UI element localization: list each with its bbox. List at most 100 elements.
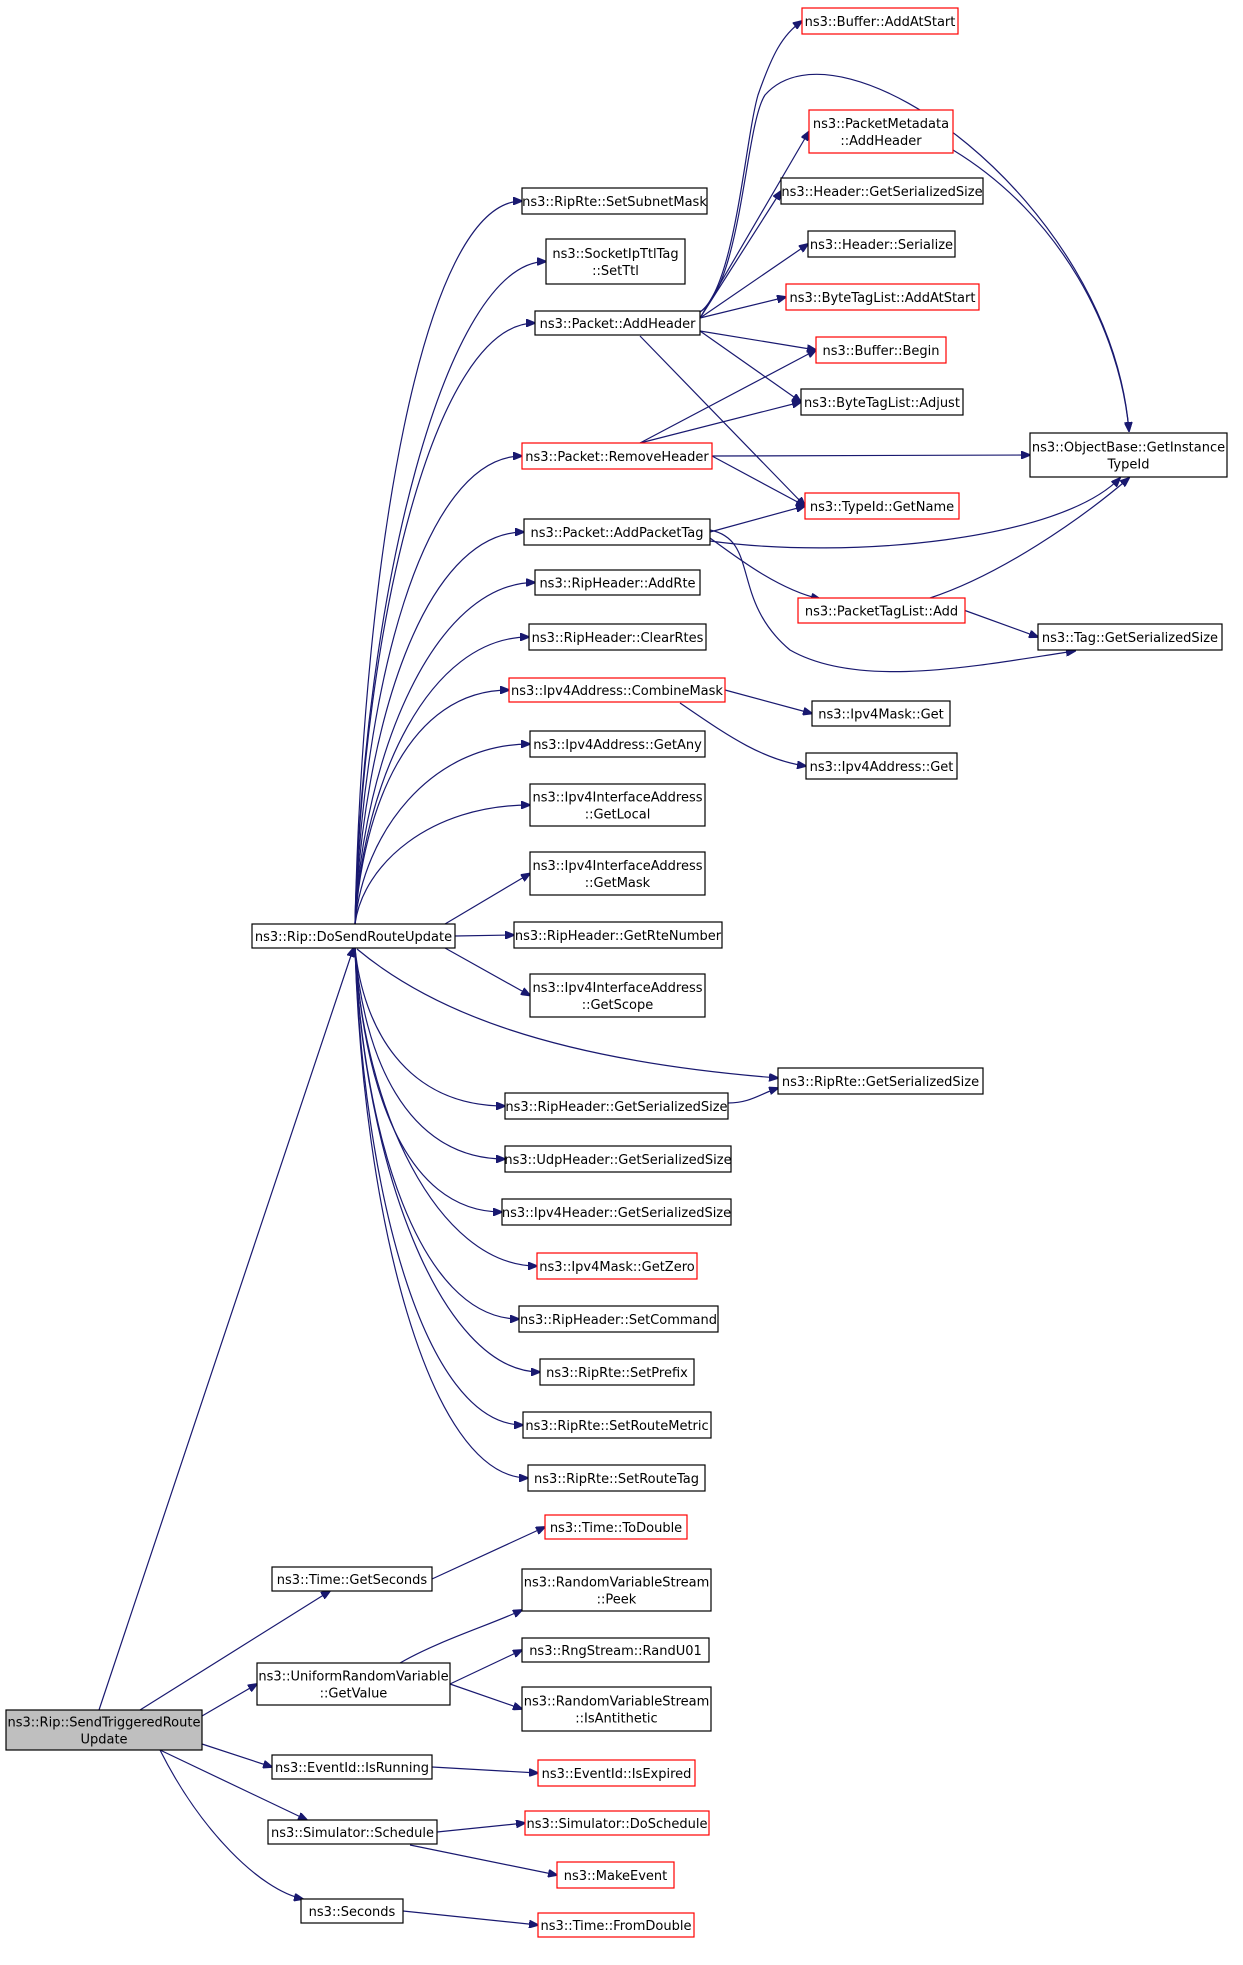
- node-box[interactable]: [780, 177, 984, 205]
- node-typeIdGetName[interactable]: ns3::TypeId::GetName: [804, 492, 960, 520]
- node-box[interactable]: [528, 623, 707, 651]
- node-box[interactable]: [800, 388, 964, 416]
- node-bufferAddAtStart[interactable]: ns3::Buffer::AddAtStart: [801, 7, 959, 35]
- node-box[interactable]: [797, 597, 966, 624]
- node-headerSerialize[interactable]: ns3::Header::Serialize: [807, 230, 956, 258]
- node-box[interactable]: [522, 1411, 712, 1439]
- node-ripRteSetPrefix[interactable]: ns3::RipRte::SetPrefix: [539, 1358, 695, 1386]
- node-box[interactable]: [521, 1686, 712, 1732]
- node-rvsIsAntithetic[interactable]: ns3::RandomVariableStream::IsAntithetic: [521, 1686, 712, 1732]
- node-eventIsExpired[interactable]: ns3::EventId::IsExpired: [537, 1759, 696, 1787]
- node-packetRemoveHeader[interactable]: ns3::Packet::RemoveHeader: [521, 442, 713, 470]
- node-ripHeaderGetRteNumber[interactable]: ns3::RipHeader::GetRteNumber: [513, 921, 723, 949]
- node-btlAddAtStart[interactable]: ns3::ByteTagList::AddAtStart: [785, 283, 980, 311]
- node-box[interactable]: [518, 1305, 719, 1333]
- node-box[interactable]: [513, 921, 723, 949]
- node-box[interactable]: [537, 1759, 696, 1787]
- node-ripHeaderClearRtes[interactable]: ns3::RipHeader::ClearRtes: [528, 623, 707, 651]
- node-box[interactable]: [534, 310, 701, 336]
- node-packetAddHeader[interactable]: ns3::Packet::AddHeader: [534, 310, 701, 336]
- node-box[interactable]: [504, 1145, 732, 1173]
- node-seconds[interactable]: ns3::Seconds: [300, 1898, 404, 1924]
- node-box[interactable]: [529, 973, 706, 1018]
- node-timeGetSeconds[interactable]: ns3::Time::GetSeconds: [271, 1566, 433, 1592]
- node-ifaceGetScope[interactable]: ns3::Ipv4InterfaceAddress::GetScope: [529, 973, 706, 1018]
- node-btlAdjust[interactable]: ns3::ByteTagList::Adjust: [800, 388, 964, 416]
- node-headerGetSerSize[interactable]: ns3::Header::GetSerializedSize: [780, 177, 984, 205]
- node-box[interactable]: [785, 283, 980, 311]
- node-ripRteSetRouteMetric[interactable]: ns3::RipRte::SetRouteMetric: [522, 1411, 712, 1439]
- node-simDoSchedule[interactable]: ns3::Simulator::DoSchedule: [524, 1810, 710, 1836]
- node-box[interactable]: [521, 187, 708, 215]
- node-ipv4HeaderGetSerSize[interactable]: ns3::Ipv4Header::GetSerializedSize: [501, 1198, 732, 1226]
- node-bufferBegin[interactable]: ns3::Buffer::Begin: [815, 336, 947, 364]
- node-pmAddHeader[interactable]: ns3::PacketMetadata::AddHeader: [808, 109, 954, 154]
- node-makeEvent[interactable]: ns3::MakeEvent: [556, 1861, 675, 1889]
- node-box[interactable]: [271, 1566, 433, 1592]
- node-ripRteSetRouteTag[interactable]: ns3::RipRte::SetRouteTag: [527, 1464, 706, 1492]
- node-ripHeaderGetSerSize[interactable]: ns3::RipHeader::GetSerializedSize: [504, 1092, 729, 1120]
- node-box[interactable]: [807, 230, 956, 258]
- node-box[interactable]: [536, 1252, 698, 1280]
- node-ipv4GetAny[interactable]: ns3::Ipv4Address::GetAny: [529, 730, 706, 758]
- node-rngRandU01[interactable]: ns3::RngStream::RandU01: [521, 1637, 710, 1663]
- node-ptlAdd[interactable]: ns3::PacketTagList::Add: [797, 597, 966, 624]
- node-box[interactable]: [529, 783, 706, 827]
- node-box[interactable]: [815, 336, 947, 364]
- node-box[interactable]: [1029, 432, 1228, 478]
- node-box[interactable]: [300, 1898, 404, 1924]
- node-doSend[interactable]: ns3::Rip::DoSendRouteUpdate: [251, 923, 456, 949]
- node-ifaceGetMask[interactable]: ns3::Ipv4InterfaceAddress::GetMask: [529, 851, 706, 896]
- node-box[interactable]: [539, 1358, 695, 1386]
- node-ipv4AddressGet[interactable]: ns3::Ipv4Address::Get: [805, 752, 958, 780]
- node-box[interactable]: [777, 1067, 984, 1095]
- node-timeToDouble[interactable]: ns3::Time::ToDouble: [544, 1514, 688, 1540]
- node-box[interactable]: [544, 1514, 688, 1540]
- node-box[interactable]: [545, 238, 686, 285]
- node-box[interactable]: [271, 1754, 433, 1780]
- node-ripRteGetSerSize[interactable]: ns3::RipRte::GetSerializedSize: [777, 1067, 984, 1095]
- node-box[interactable]: [521, 442, 713, 470]
- node-box[interactable]: [5, 1709, 203, 1751]
- node-box[interactable]: [1037, 623, 1223, 651]
- node-box[interactable]: [501, 1198, 732, 1226]
- node-ipv4CombineMask[interactable]: ns3::Ipv4Address::CombineMask: [508, 677, 726, 703]
- node-box[interactable]: [537, 1912, 695, 1938]
- node-box[interactable]: [804, 492, 960, 520]
- node-box[interactable]: [521, 1568, 712, 1612]
- node-urvGetValue[interactable]: ns3::UniformRandomVariable::GetValue: [256, 1662, 451, 1706]
- node-timeFromDouble[interactable]: ns3::Time::FromDouble: [537, 1912, 695, 1938]
- node-box[interactable]: [529, 851, 706, 896]
- node-box[interactable]: [529, 730, 706, 758]
- node-ipv4MaskGet[interactable]: ns3::Ipv4Mask::Get: [811, 700, 951, 727]
- node-ripHeaderAddRte[interactable]: ns3::RipHeader::AddRte: [534, 569, 701, 596]
- node-tagGetSerSize[interactable]: ns3::Tag::GetSerializedSize: [1037, 623, 1223, 651]
- node-box[interactable]: [267, 1819, 438, 1845]
- node-box[interactable]: [508, 677, 726, 703]
- node-box[interactable]: [251, 923, 456, 949]
- node-box[interactable]: [524, 1810, 710, 1836]
- node-box[interactable]: [556, 1861, 675, 1889]
- node-box[interactable]: [256, 1662, 451, 1706]
- node-eventIsRunning[interactable]: ns3::EventId::IsRunning: [271, 1754, 433, 1780]
- node-box[interactable]: [521, 1637, 710, 1663]
- node-box[interactable]: [808, 109, 954, 154]
- node-ifaceGetLocal[interactable]: ns3::Ipv4InterfaceAddress::GetLocal: [529, 783, 706, 827]
- node-socketSetTtl[interactable]: ns3::SocketIpTtlTag::SetTtl: [545, 238, 686, 285]
- node-box[interactable]: [801, 7, 959, 35]
- node-ripHeaderSetCommand[interactable]: ns3::RipHeader::SetCommand: [518, 1305, 719, 1333]
- node-box[interactable]: [534, 569, 701, 596]
- node-box[interactable]: [811, 700, 951, 727]
- node-box[interactable]: [805, 752, 958, 780]
- node-ripRteSetSubnetMask[interactable]: ns3::RipRte::SetSubnetMask: [521, 187, 708, 215]
- node-simSchedule[interactable]: ns3::Simulator::Schedule: [267, 1819, 438, 1845]
- node-box[interactable]: [527, 1464, 706, 1492]
- node-packetAddPacketTag[interactable]: ns3::Packet::AddPacketTag: [523, 518, 711, 546]
- node-udpHeaderGetSerSize[interactable]: ns3::UdpHeader::GetSerializedSize: [504, 1145, 732, 1173]
- node-ipv4MaskGetZero[interactable]: ns3::Ipv4Mask::GetZero: [536, 1252, 698, 1280]
- node-rvsPeek[interactable]: ns3::RandomVariableStream::Peek: [521, 1568, 712, 1612]
- node-box[interactable]: [504, 1092, 729, 1120]
- node-box[interactable]: [523, 518, 711, 546]
